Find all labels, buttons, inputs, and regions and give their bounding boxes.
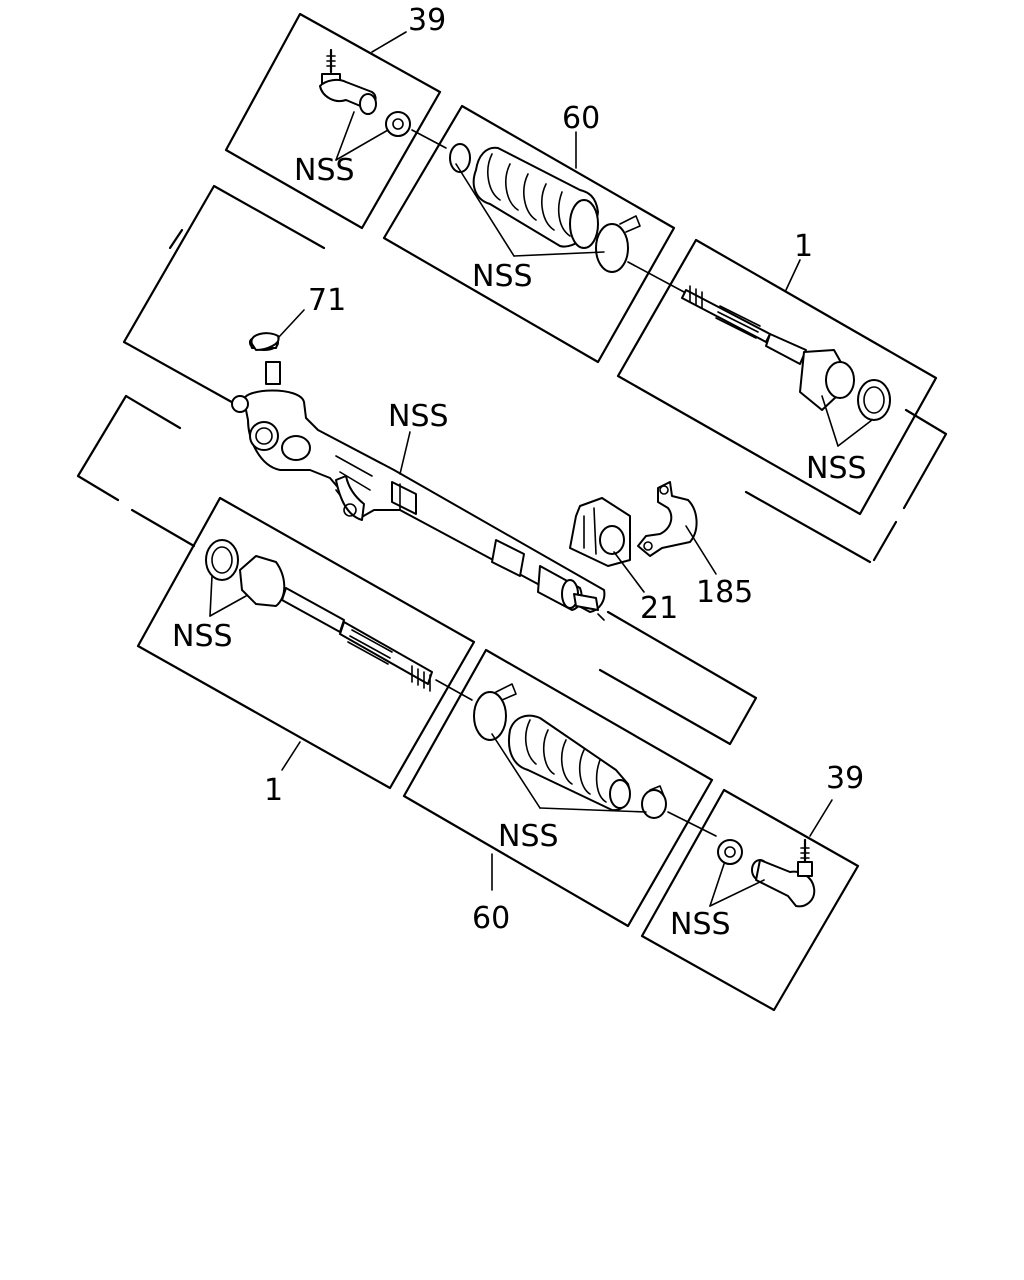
- label-71: 71: [308, 283, 346, 318]
- label-nss-housing: NSS: [388, 399, 449, 434]
- label-nss-top-left: NSS: [294, 153, 355, 188]
- label-185: 185: [696, 575, 753, 610]
- box-tie-rod-end-bottom: [640, 788, 860, 1012]
- label-1-top: 1: [794, 229, 813, 264]
- tie-rod-end-top-part: [319, 48, 447, 149]
- label-nss-top-right: NSS: [806, 451, 867, 486]
- box-inner-rod-top: [616, 238, 938, 516]
- clamp-part: [637, 481, 717, 575]
- leader-lines: [209, 31, 873, 907]
- inner-rod-top-part: [681, 285, 891, 421]
- label-39-top: 39: [408, 3, 446, 38]
- label-nss-bottom-boot: NSS: [498, 819, 559, 854]
- cap-part: [250, 309, 305, 351]
- steering-rack-housing-part: [231, 335, 606, 621]
- box-housing: [122, 184, 948, 564]
- label-nss-top-boot: NSS: [472, 259, 533, 294]
- label-nss-bottom-left: NSS: [172, 619, 233, 654]
- label-21: 21: [640, 591, 678, 626]
- label-1-bottom: 1: [264, 773, 283, 808]
- boot-kit-top-part: [449, 143, 685, 293]
- box-boot-kit-top: [382, 104, 676, 364]
- label-39-bottom: 39: [826, 761, 864, 796]
- box-tie-rod-end-top: [224, 12, 442, 230]
- mount-bushing-part: [569, 497, 645, 593]
- box-housing-lower: [76, 394, 758, 746]
- label-60-bottom: 60: [472, 901, 510, 936]
- boot-kit-bottom-part: [473, 683, 717, 837]
- tie-rod-end-bottom-part: [717, 838, 816, 908]
- label-60-top: 60: [562, 101, 600, 136]
- inner-rod-bottom-part: [205, 539, 473, 701]
- box-boot-kit-bottom: [402, 648, 714, 928]
- label-nss-bottom-right: NSS: [670, 907, 731, 942]
- box-inner-rod-bottom: [136, 496, 476, 790]
